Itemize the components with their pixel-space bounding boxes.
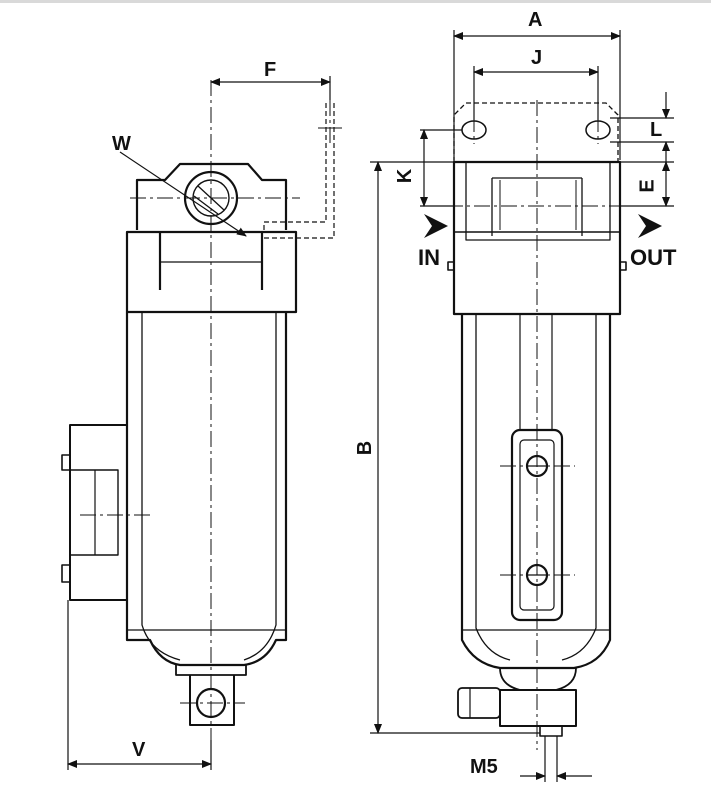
dim-label-j: J [531, 47, 543, 69]
port-label-in: IN [418, 245, 440, 270]
port-label-out: OUT [630, 245, 677, 270]
side-body [125, 312, 288, 667]
side-drain [175, 665, 247, 676]
dim-label-b: B [354, 440, 377, 456]
dim-label-w: W [112, 133, 131, 155]
front-dimensions [370, 30, 674, 782]
side-head-top [135, 162, 288, 230]
top-rule [0, 0, 711, 3]
dim-label-m5: M5 [470, 756, 498, 778]
out-arrow-icon [638, 214, 662, 238]
side-centerlines [80, 80, 331, 740]
side-view [61, 100, 342, 726]
dim-label-a: A [528, 9, 543, 31]
dim-label-e: E [636, 179, 659, 193]
side-gauge-box [69, 424, 127, 601]
in-arrow-icon [424, 214, 448, 238]
dim-label-k: K [394, 168, 417, 184]
dim-label-f: F [264, 59, 277, 81]
front-body [460, 314, 612, 670]
front-centerlines [420, 100, 660, 750]
front-mounting-plate [453, 102, 619, 162]
side-dashed-bracket [263, 100, 335, 239]
front-drain [499, 667, 577, 691]
dim-label-l: L [650, 119, 663, 141]
flow-arrows [424, 214, 662, 238]
dim-label-v: V [132, 739, 146, 761]
side-dimensions [67, 76, 331, 770]
